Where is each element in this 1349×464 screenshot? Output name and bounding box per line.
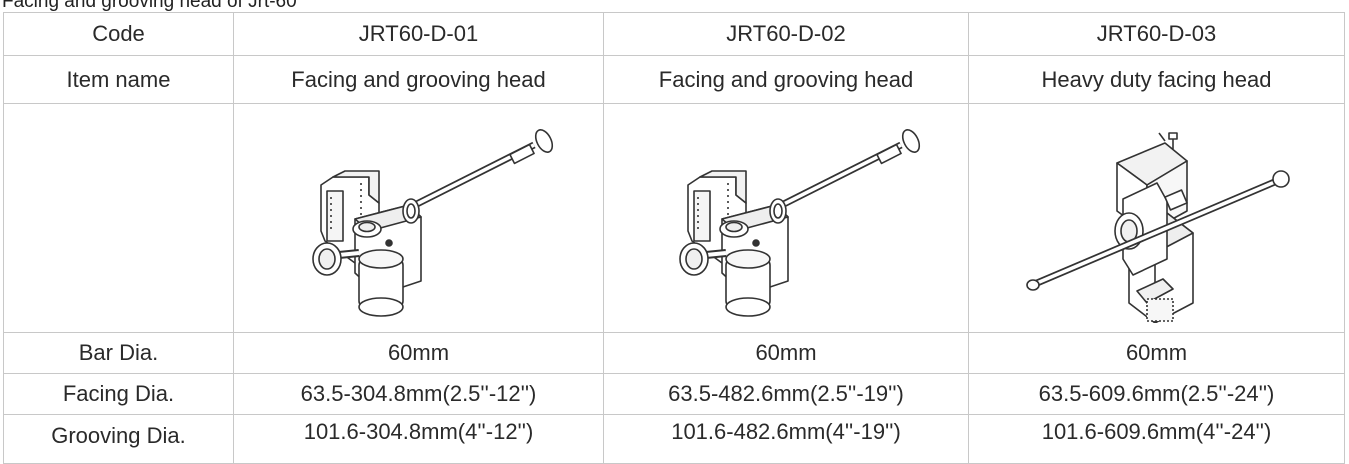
- item-name-cell-3: Heavy duty facing head: [968, 55, 1345, 104]
- table-caption: Facing and grooving head of Jrt-60: [2, 0, 297, 12]
- table-row-grooving-dia: Grooving Dia. 101.6-304.8mm(4''-12'') 10…: [3, 414, 1345, 464]
- grooving-dia-cell-2: 101.6-482.6mm(4''-19''): [603, 414, 969, 464]
- facing-dia-cell-1: 63.5-304.8mm(2.5''-12''): [233, 373, 604, 415]
- grooving-dia-cell-3: 101.6-609.6mm(4''-24''): [968, 414, 1345, 464]
- row-label-image: [3, 103, 234, 333]
- row-label-item-name: Item name: [3, 55, 234, 104]
- code-cell-2: JRT60-D-02: [603, 12, 969, 56]
- code-cell-1: JRT60-D-01: [233, 12, 604, 56]
- item-name-cell-1: Facing and grooving head: [233, 55, 604, 104]
- grooving-dia-cell-1: 101.6-304.8mm(4''-12''): [233, 414, 604, 464]
- item-name-cell-2: Facing and grooving head: [603, 55, 969, 104]
- bar-dia-cell-1: 60mm: [233, 332, 604, 374]
- heavy-duty-facing-head-illustration: [1025, 132, 1290, 323]
- facing-dia-cell-3: 63.5-609.6mm(2.5''-24''): [968, 373, 1345, 415]
- table-row-image: [3, 103, 1345, 333]
- image-cell-1: [233, 103, 604, 333]
- row-label-code: Code: [3, 12, 234, 56]
- image-cell-2: [603, 103, 969, 333]
- row-label-facing-dia: Facing Dia.: [3, 373, 234, 415]
- facing-dia-cell-2: 63.5-482.6mm(2.5''-19''): [603, 373, 969, 415]
- facing-grooving-head-illustration: [311, 129, 553, 317]
- bar-dia-cell-2: 60mm: [603, 332, 969, 374]
- spec-table: Code JRT60-D-01 JRT60-D-02 JRT60-D-03 It…: [3, 12, 1345, 464]
- table-row-code: Code JRT60-D-01 JRT60-D-02 JRT60-D-03: [3, 12, 1345, 56]
- table-row-facing-dia: Facing Dia. 63.5-304.8mm(2.5''-12'') 63.…: [3, 373, 1345, 415]
- facing-grooving-head-illustration: [679, 129, 921, 317]
- table-row-item-name: Item name Facing and grooving head Facin…: [3, 55, 1345, 104]
- code-cell-3: JRT60-D-03: [968, 12, 1345, 56]
- bar-dia-cell-3: 60mm: [968, 332, 1345, 374]
- row-label-bar-dia: Bar Dia.: [3, 332, 234, 374]
- row-label-grooving-dia: Grooving Dia.: [3, 414, 234, 464]
- image-cell-3: [968, 103, 1345, 333]
- table-row-bar-dia: Bar Dia. 60mm 60mm 60mm: [3, 332, 1345, 374]
